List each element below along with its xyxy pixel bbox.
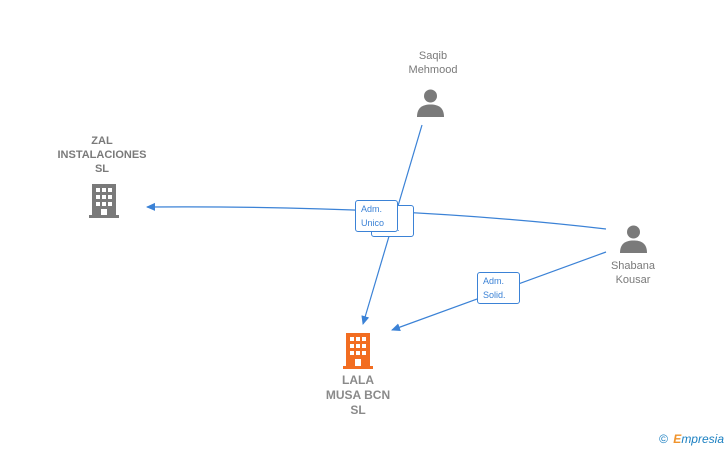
brand-logo-text: mpresia <box>681 432 724 446</box>
company-name-lala[interactable]: LALA MUSA BCN SL <box>325 373 391 417</box>
person-icon[interactable] <box>416 88 445 123</box>
company-name-zal[interactable]: ZAL INSTALACIONES SL <box>57 135 147 175</box>
person-icon[interactable] <box>619 224 648 259</box>
person-name-saqib[interactable]: Saqib Mehmood <box>408 50 458 76</box>
brand-logo-e: E <box>673 432 682 446</box>
copyright-symbol: © <box>659 432 668 446</box>
edge-label-shabana-lala[interactable]: Adm. Solid. <box>477 272 520 304</box>
empresia-watermark: © Empresia <box>659 432 724 446</box>
building-icon[interactable] <box>89 184 119 223</box>
edge-label-shabana-zal[interactable]: Adm. Unico <box>355 200 398 232</box>
building-icon-main[interactable] <box>343 333 373 374</box>
person-name-shabana[interactable]: Shabana Kousar <box>610 260 656 286</box>
